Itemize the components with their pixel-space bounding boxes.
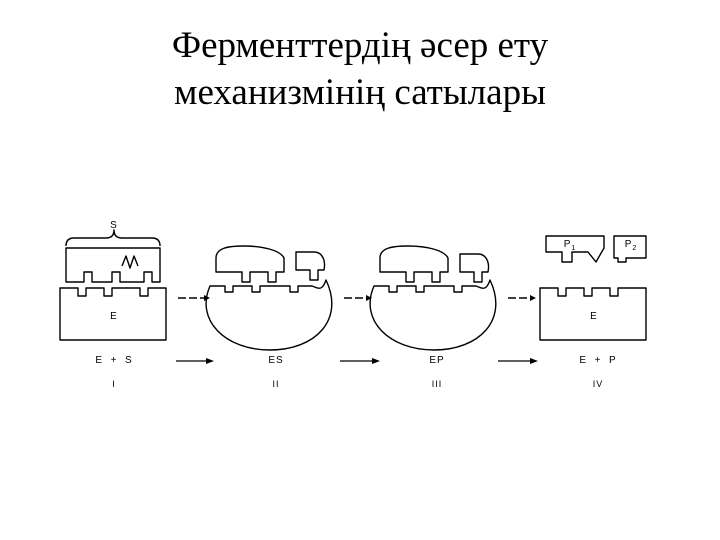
enzyme-label-left: E	[110, 311, 118, 322]
stage-4-formula: E + P	[579, 355, 617, 366]
slide-title: Ферменттердің әсер ету механизмінің саты…	[0, 22, 720, 116]
product-2-block	[613, 235, 647, 263]
stage-3-formula: EP	[429, 355, 445, 366]
es-substrate-part-1	[215, 245, 285, 283]
stage-4-numeral: IV	[592, 379, 604, 389]
enzyme-label-right: E	[590, 311, 598, 322]
ep-product-part-1	[379, 245, 449, 283]
enzyme-block-left	[59, 287, 167, 341]
es-complex-body	[205, 279, 333, 351]
product-2-label: P2	[625, 239, 638, 252]
title-line-1: Ферменттердің әсер ету	[171, 25, 549, 66]
enzyme-block-right	[539, 287, 647, 341]
stage-2-numeral: II	[272, 379, 280, 389]
product-2-subscript: 2	[632, 245, 638, 252]
ep-product-part-2	[459, 253, 490, 283]
product-2-letter: P	[624, 239, 633, 250]
title-line-2: механизмінің сатылары	[174, 72, 546, 113]
product-1-subscript: 1	[571, 245, 577, 252]
substrate-brace	[65, 229, 161, 247]
product-1-block	[545, 235, 605, 263]
es-substrate-part-2	[295, 251, 326, 281]
product-1-letter: P	[563, 239, 572, 250]
stage-1-numeral: I	[112, 379, 116, 389]
product-1-label: P1	[564, 239, 577, 252]
substrate-label: S	[110, 220, 118, 231]
stage-1-formula: E + S	[95, 355, 133, 366]
stage-3-numeral: III	[431, 379, 443, 389]
substrate-bond-zigzag	[121, 255, 139, 269]
ep-complex-body	[369, 279, 497, 351]
stage-2-formula: ES	[268, 355, 284, 366]
substrate-block	[65, 247, 161, 283]
